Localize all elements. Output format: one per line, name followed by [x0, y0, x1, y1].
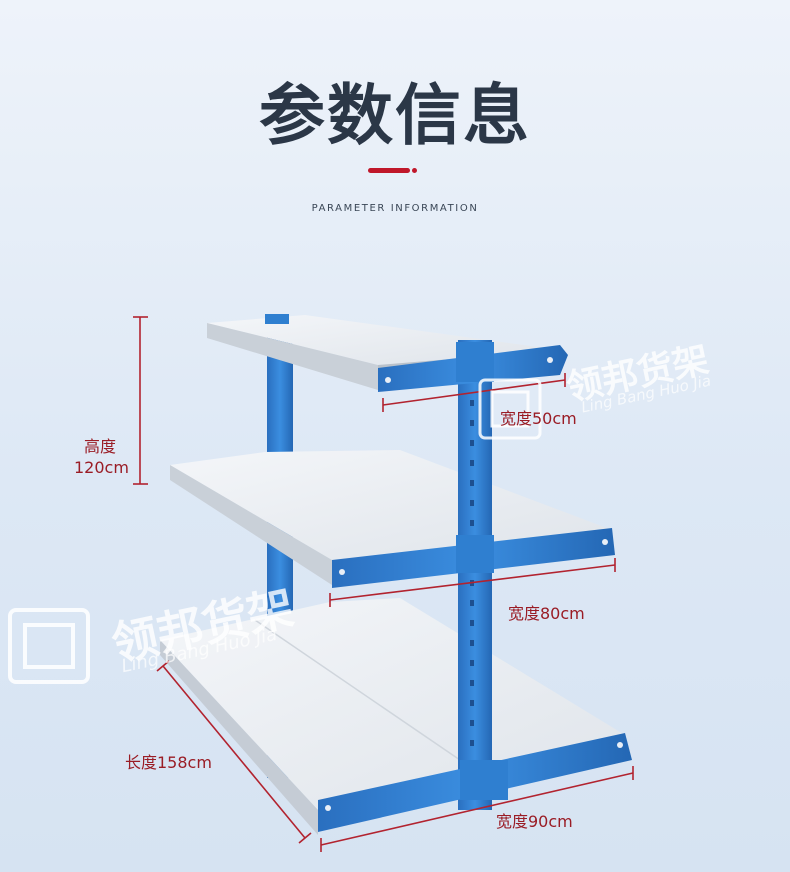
- title-underline-dot: [412, 168, 417, 173]
- title-underline: [368, 168, 410, 173]
- middle-bracket: [332, 528, 615, 588]
- length-label: 长度158cm: [125, 753, 212, 772]
- bottom-shelf: [160, 598, 625, 835]
- width-mid-label: 宽度80cm: [508, 604, 585, 623]
- length-dimension-line: [156, 660, 312, 844]
- width-mid-dimension-line: [329, 558, 616, 607]
- front-upright: [458, 340, 492, 810]
- width-top-dimension-line: [382, 373, 566, 412]
- width-bottom-label: 宽度90cm: [496, 812, 573, 831]
- top-bracket: [378, 342, 568, 392]
- bottom-bracket: [318, 733, 632, 832]
- height-value: 120cm: [74, 458, 129, 477]
- watermark-logo-icon-2: [478, 378, 542, 440]
- height-label: 高度: [84, 437, 117, 456]
- width-top-label: 宽度50cm: [500, 409, 577, 428]
- page-title: 参数信息: [259, 77, 531, 154]
- width-bottom-dimension-line: [320, 766, 634, 852]
- height-dimension-line: [133, 316, 148, 485]
- middle-shelf: [170, 450, 612, 585]
- watermark-logo-icon: [8, 608, 90, 684]
- page-subtitle: PARAMETER INFORMATION: [311, 203, 479, 214]
